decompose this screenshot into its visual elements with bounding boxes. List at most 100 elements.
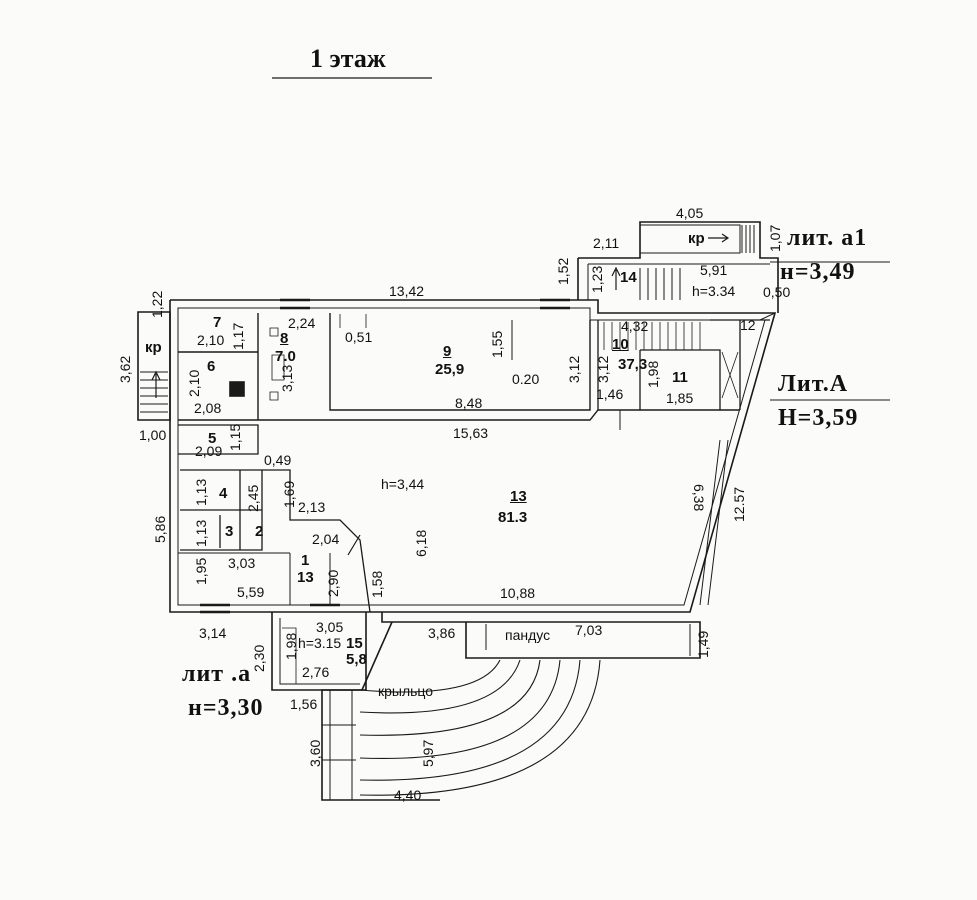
annex-a — [271, 612, 367, 691]
dim-10-88: 10,88 — [500, 585, 536, 601]
room-13-height: h=3,44 — [381, 476, 425, 492]
page-title: 1 этаж — [310, 44, 386, 73]
dim-5-97: 5,97 — [420, 739, 436, 767]
dim-6-38: 6,38 — [691, 484, 707, 512]
dim-1-55: 1,55 — [489, 330, 505, 358]
dim-1-23: 1,23 — [589, 265, 605, 293]
dim-1-56: 1,56 — [290, 696, 318, 712]
room-8-area: 7.0 — [275, 348, 296, 365]
dim-0-20: 0.20 — [512, 371, 540, 387]
lit-A-height: Н=3,59 — [778, 405, 859, 431]
dim-13-42: 13,42 — [389, 283, 425, 299]
lit-a-height: н=3,30 — [188, 695, 264, 721]
room-10-number: 10 — [612, 336, 629, 353]
dim-2-04: 2,04 — [312, 531, 340, 547]
room-13-number: 13 — [510, 488, 527, 505]
dim-1-98a: 1,98 — [645, 360, 661, 388]
dim-2-45: 2,45 — [245, 484, 261, 512]
dim-15-63: 15,63 — [453, 425, 489, 441]
dim-1-22: 1,22 — [149, 290, 165, 318]
dim-6-18: 6,18 — [413, 529, 429, 557]
dim-3-12a: 3,12 — [566, 355, 582, 383]
room-1-area: 13 — [297, 569, 314, 586]
dim-1-49: 1,49 — [695, 630, 711, 658]
dim-1-07: 1,07 — [767, 224, 783, 252]
dim-1-95: 1,95 — [193, 557, 209, 585]
annex-a1 — [577, 221, 779, 313]
dim-12-57: 12.57 — [731, 486, 747, 522]
dim-3-14: 3,14 — [199, 625, 227, 641]
lit-a1-height: н=3,49 — [780, 259, 856, 285]
dim-2-10b: 2,10 — [186, 369, 202, 397]
dim-1-15: 1,15 — [227, 423, 243, 451]
room-14-height: h=3.34 — [692, 283, 736, 299]
dim-4-32: 4,32 — [621, 318, 649, 334]
dim-1-46: 1,46 — [596, 386, 624, 402]
dim-3-62: 3,62 — [117, 355, 133, 383]
dim-2-30: 2,30 — [251, 644, 267, 672]
room-4-number: 4 — [219, 485, 228, 502]
dim-4-40: 4,40 — [394, 787, 422, 803]
dim-7-03: 7,03 — [575, 622, 603, 638]
dim-5-86: 5,86 — [152, 515, 168, 543]
dim-3-12b: 3,12 — [595, 355, 611, 383]
dim-4-05: 4,05 — [676, 205, 704, 221]
porch-stairs — [321, 621, 440, 801]
label-kr-left: кр — [145, 339, 162, 356]
room-12-number: 12 — [740, 317, 756, 333]
dim-3-60: 3,60 — [307, 739, 323, 767]
room-10-area: 37,3 — [618, 356, 648, 373]
dim-2-13: 2,13 — [298, 499, 326, 515]
room-15-height: h=3.15 — [298, 635, 342, 651]
room-9-area: 25,9 — [435, 361, 465, 378]
room-5-number: 5 — [208, 430, 217, 447]
dim-2-10a: 2,10 — [197, 332, 225, 348]
room-15-area: 5,8 — [346, 651, 367, 668]
room-11-number: 11 — [672, 369, 688, 386]
room-7-number: 7 — [213, 314, 222, 331]
dim-2-09: 2,09 — [195, 443, 223, 459]
room-13-area: 81.3 — [498, 509, 528, 526]
dim-3-05: 3,05 — [316, 619, 344, 635]
dim-1-69: 1,69 — [281, 480, 297, 508]
label-ramp: пандус — [505, 627, 551, 643]
dim-2-11: 2,11 — [593, 235, 620, 251]
dim-0-51: 0,51 — [345, 329, 373, 345]
dim-2-90: 2,90 — [325, 569, 341, 597]
dim-5-91: 5,91 — [700, 262, 728, 278]
dim-0-50: 0,50 — [763, 284, 791, 300]
dim-1-17: 1,17 — [230, 322, 246, 350]
room-2-number: 2 — [255, 523, 264, 540]
dim-1-13b: 1,13 — [193, 519, 209, 547]
room-6-number: 6 — [207, 358, 216, 375]
left-stair-block — [137, 311, 171, 421]
label-kr-top: кр — [688, 230, 705, 247]
dim-2-76: 2,76 — [302, 664, 330, 680]
dim-1-58: 1,58 — [369, 570, 385, 598]
room-1-number: 1 — [301, 552, 310, 569]
dim-3-13: 3,13 — [279, 364, 295, 392]
dim-1-52: 1,52 — [555, 257, 571, 285]
room-15-number: 15 — [346, 635, 363, 652]
room-3-number: 3 — [225, 523, 234, 540]
dim-0-49: 0,49 — [264, 452, 292, 468]
lit-A-label: Лит.А — [778, 371, 849, 397]
dim-5-59: 5,59 — [237, 584, 265, 600]
dim-3-86: 3,86 — [428, 625, 456, 641]
dim-1-98b: 1,98 — [283, 632, 299, 660]
lit-a-label: лит .а — [182, 661, 252, 687]
label-porch: крыльцо — [378, 683, 434, 699]
dim-1-13a: 1,13 — [193, 478, 209, 506]
room-11-area: 1,85 — [666, 390, 694, 406]
ramp — [381, 612, 701, 659]
lit-a1-label: лит. а1 — [787, 225, 868, 251]
room-8-number: 8 — [280, 330, 289, 347]
dim-3-03: 3,03 — [228, 555, 256, 571]
room-14-number: 14 — [620, 269, 637, 286]
dim-2-08: 2,08 — [194, 400, 222, 416]
room-9-number: 9 — [443, 343, 452, 360]
dim-1-00: 1,00 — [139, 427, 167, 443]
dim-8-48: 8,48 — [455, 395, 483, 411]
dim-2-24: 2,24 — [288, 315, 316, 331]
